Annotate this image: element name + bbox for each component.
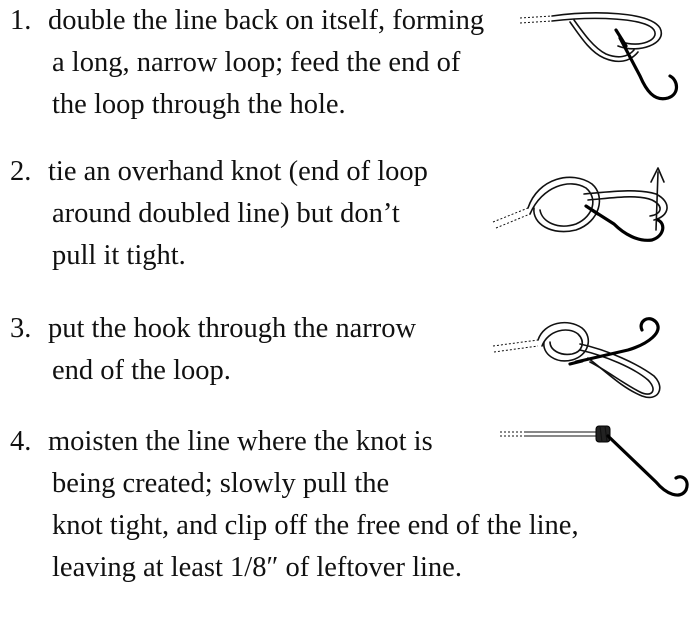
step-2: 2.tie an overhand knot (end of loop arou… [10, 151, 428, 277]
step-1-line-3: the loop through the hole. [10, 84, 484, 126]
step-4: 4.moisten the line where the knot is bei… [10, 421, 579, 589]
step-3-line-1: 3.put the hook through the narrow [10, 308, 416, 350]
step-3-line-2: end of the loop. [10, 350, 416, 392]
hook-with-loop-through-eye-icon [500, 6, 690, 116]
step-2-line-1: 2.tie an overhand knot (end of loop [10, 151, 428, 193]
step-2-number: 2. [10, 151, 48, 193]
step-4-line-4: leaving at least 1/8″ of leftover line. [10, 547, 579, 589]
step-4-line-2: being created; slowly pull the [10, 463, 579, 505]
step-4-number: 4. [10, 421, 48, 463]
step-3: 3.put the hook through the narrow end of… [10, 308, 416, 392]
step-4-line-1: 4.moisten the line where the knot is [10, 421, 579, 463]
step-2-line-2: around doubled line) but don’t [10, 193, 428, 235]
step-1-number: 1. [10, 0, 48, 42]
step-2-line-3: pull it tight. [10, 235, 428, 277]
step-4-line-3: knot tight, and clip off the free end of… [10, 505, 579, 547]
step-1: 1.double the line back on itself, formin… [10, 0, 484, 126]
overhand-knot-loose-icon [488, 150, 688, 260]
tightened-knot-on-hook-icon [496, 420, 690, 520]
step-1-line-2: a long, narrow loop; feed the end of [10, 42, 484, 84]
step-3-number: 3. [10, 308, 48, 350]
hook-through-loop-icon [488, 310, 688, 410]
step-1-line-1: 1.double the line back on itself, formin… [10, 0, 484, 42]
